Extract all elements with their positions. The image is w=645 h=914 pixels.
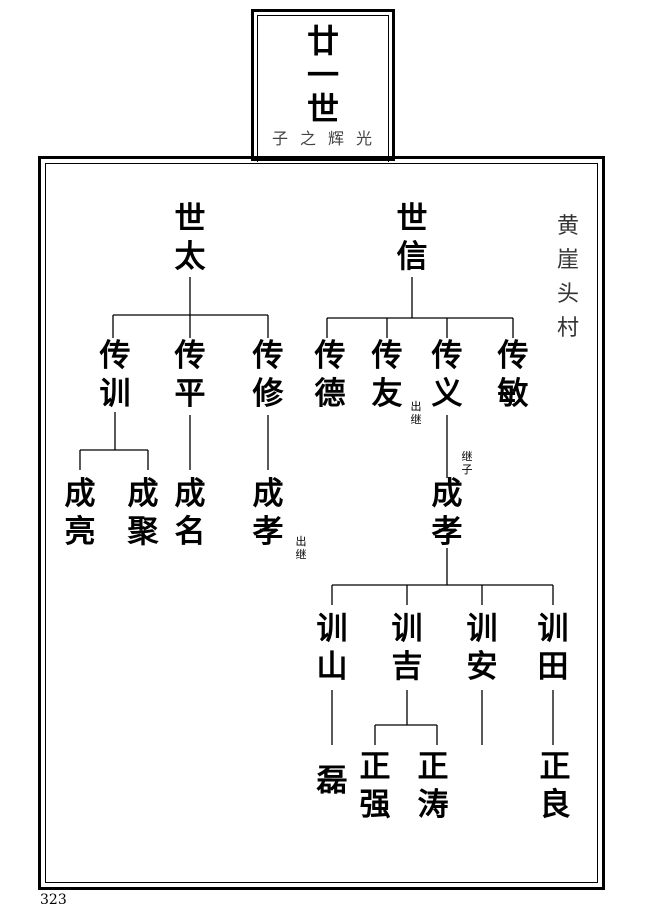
village-label: 黄崖头村 — [556, 214, 579, 341]
person-chuande: 传德 — [314, 338, 346, 412]
person-xuntian: 训田 — [537, 611, 569, 685]
generation-motto: 子之辉光 — [271, 129, 384, 148]
person-chuanping: 传平 — [174, 338, 206, 412]
person-xunshan: 训山 — [316, 611, 348, 685]
person-xunji: 训吉 — [391, 611, 423, 685]
generation-title: 廿一世 — [306, 22, 339, 128]
person-chuanmin: 传敏 — [497, 338, 529, 412]
person-xunan: 训安 — [466, 611, 498, 685]
page-number: 323 — [40, 892, 67, 908]
person-shixin: 世信 — [396, 201, 428, 275]
person-chengxiao-left: 成孝 — [252, 476, 284, 550]
person-chuanyi: 传义 — [431, 338, 463, 412]
person-chuanyou: 传友 — [371, 338, 403, 412]
person-chengju: 成聚 — [127, 476, 159, 550]
person-chengming: 成名 — [174, 476, 206, 550]
person-chuanxiu: 传修 — [252, 338, 284, 412]
person-zhengqiang: 正强 — [359, 749, 391, 823]
person-zhengtao: 正涛 — [417, 749, 449, 823]
note-adopted-out-xiao: 出继 — [295, 535, 307, 561]
person-shitai: 世太 — [174, 201, 206, 275]
note-adopted-out-youyou: 出继 — [410, 400, 422, 426]
generation-header-box: 廿一世 子之辉光 — [251, 9, 395, 162]
person-zhengliang: 正良 — [539, 749, 571, 823]
tree-frame — [38, 156, 605, 890]
person-chengxiao-right: 成孝 — [431, 476, 463, 550]
person-chengliang: 成亮 — [64, 476, 96, 550]
person-chuanxun: 传训 — [99, 338, 131, 412]
person-lei: 磊 — [316, 763, 348, 799]
note-adopted-son: 继子 — [461, 450, 473, 476]
